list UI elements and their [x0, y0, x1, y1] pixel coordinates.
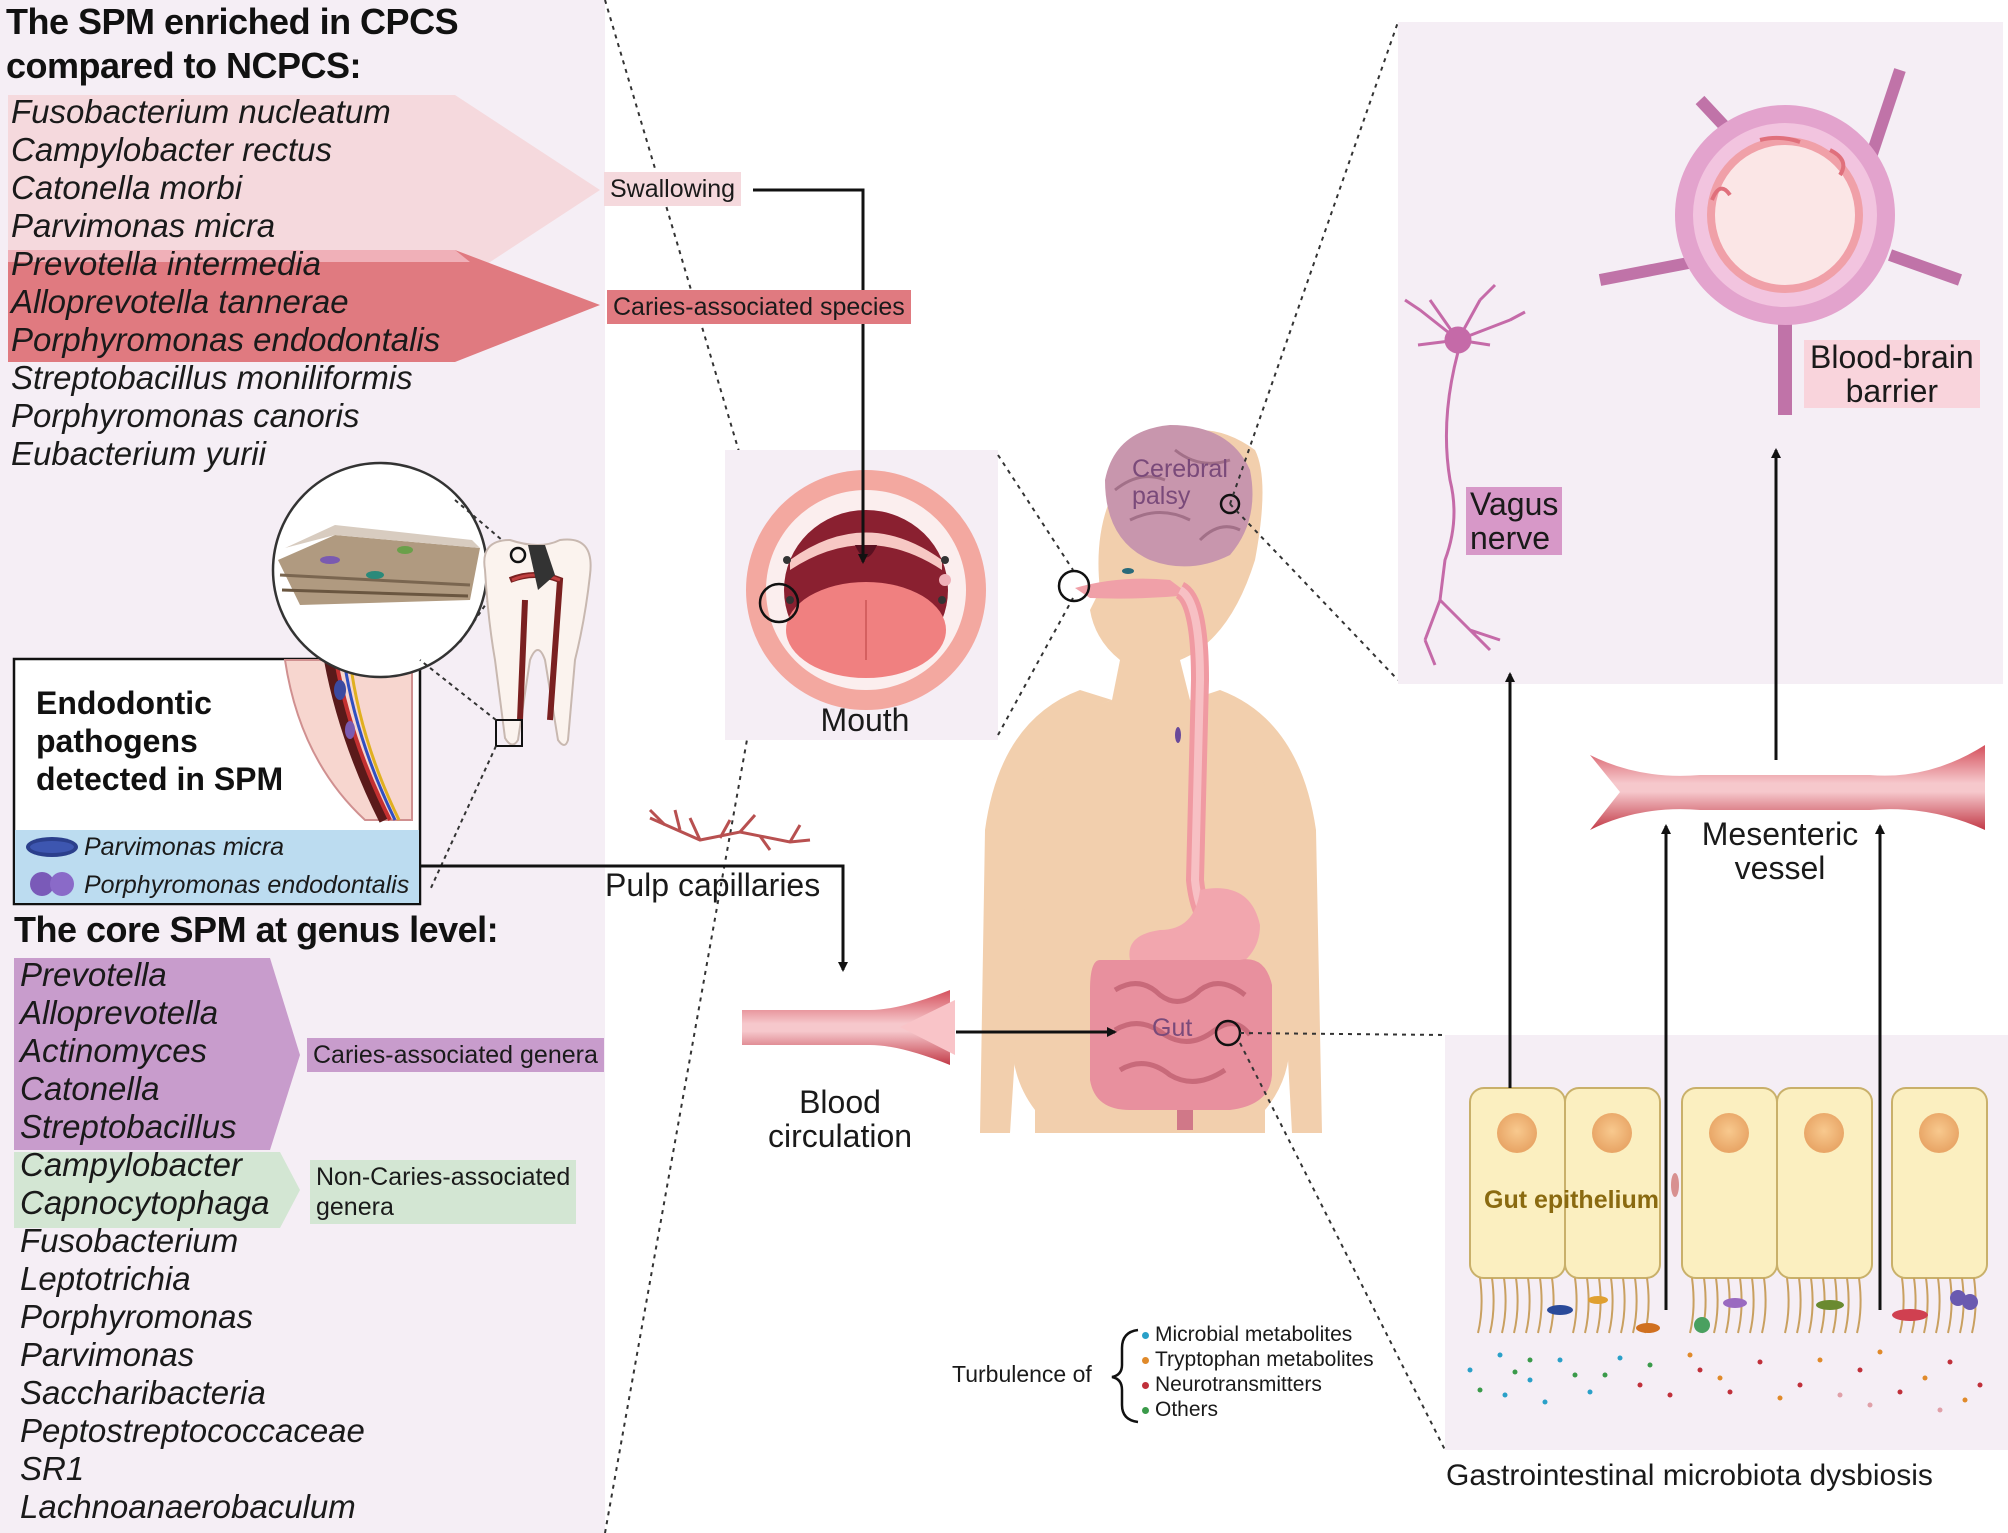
list-item: Porphyromonas canoris — [11, 397, 360, 434]
cerebral-palsy-label: Cerebral palsy — [1132, 456, 1228, 510]
gut-epithelium-illustration — [1469, 1087, 1988, 1334]
cpcs-title-line2: compared to NCPCS: — [6, 45, 362, 86]
bbb-label: Blood-brain barrier — [1804, 340, 1980, 408]
vagus-line1: Vagus — [1470, 486, 1559, 522]
metabolite-legend: Microbial metabolites Tryptophan metabol… — [1142, 1322, 1374, 1422]
blood-circulation-label: Blood circulation — [745, 1085, 935, 1153]
porphyromonas-icon — [30, 872, 74, 896]
list-item: Streptobacillus moniliformis — [11, 359, 413, 396]
list-item: Fusobacterium nucleatum — [11, 93, 391, 130]
list-item: Saccharibacteria — [20, 1374, 266, 1411]
legend-dot — [1142, 1406, 1149, 1414]
cpcs-title: The SPM enriched in CPCS compared to NCP… — [6, 0, 459, 88]
metabolite-dots — [1467, 1349, 1983, 1413]
legend-item-microbial: Microbial metabolites — [1142, 1322, 1374, 1347]
list-item: Catonella — [20, 1070, 160, 1107]
list-item: Prevotella — [20, 956, 167, 993]
cerebral-line1: Cerebral — [1132, 455, 1228, 483]
endo-species-1: Porphyromonas endodontalis — [84, 871, 410, 899]
list-item: Fusobacterium — [20, 1222, 239, 1259]
turbulence-label: Turbulence of — [952, 1361, 1092, 1387]
legend-label: Tryptophan metabolites — [1155, 1348, 1374, 1371]
gut-epithelium-label: Gut epithelium — [1484, 1186, 1659, 1214]
list-item: Parvimonas — [20, 1336, 195, 1373]
legend-label: Neurotransmitters — [1155, 1373, 1322, 1396]
list-item: Lachnoanaerobaculum — [20, 1488, 356, 1525]
swallowing-label: Swallowing — [604, 172, 742, 206]
non-caries-line1: Non-Caries-associated — [316, 1163, 571, 1191]
legend-dot — [1142, 1381, 1149, 1389]
gut-label: Gut — [1152, 1014, 1193, 1042]
dysbiosis-label: Gastrointestinal microbiota dysbiosis — [1446, 1459, 1933, 1492]
legend-dot — [1142, 1331, 1149, 1339]
legend-item-tryptophan: Tryptophan metabolites — [1142, 1347, 1374, 1372]
list-item: Alloprevotella tannerae — [11, 283, 349, 320]
legend-item-others: Others — [1142, 1397, 1374, 1422]
band-swallowing — [8, 95, 600, 285]
pulp-capillaries-label: Pulp capillaries — [605, 867, 821, 903]
non-caries-line2: genera — [316, 1193, 394, 1221]
endo-species-band — [15, 830, 419, 903]
endo-title-line1: Endodontic — [36, 685, 212, 721]
list-item: Prevotella intermedia — [11, 245, 321, 282]
cpcs-title-line1: The SPM enriched in CPCS — [6, 1, 459, 42]
mouth-label: Mouth — [820, 702, 910, 738]
core-title: The core SPM at genus level: — [14, 909, 499, 950]
list-item: Campylobacter — [20, 1146, 242, 1183]
vagus-line2: nerve — [1470, 520, 1551, 556]
list-item: Campylobacter rectus — [11, 131, 332, 168]
list-item: Alloprevotella — [20, 994, 219, 1031]
plaque-illustration — [278, 525, 480, 605]
bbb-line1: Blood-brain — [1810, 339, 1974, 375]
blood-line1: Blood — [799, 1084, 881, 1120]
legend-dot — [1142, 1356, 1149, 1364]
core-genera-list: Prevotella Alloprevotella Actinomyces Ca… — [20, 956, 365, 1526]
vagus-nerve-illustration — [1404, 283, 1526, 666]
list-item: Porphyromonas — [20, 1298, 253, 1335]
cerebral-line2: palsy — [1132, 482, 1191, 510]
endo-title-line2: pathogens — [36, 723, 198, 759]
band-caries-species — [8, 250, 600, 362]
list-item: Peptostreptococcaceae — [20, 1412, 365, 1449]
mesenteric-line1: Mesenteric — [1701, 816, 1859, 852]
mouth-illustration — [746, 470, 986, 710]
list-item: Streptobacillus — [20, 1108, 237, 1145]
parvimonas-icon — [26, 837, 78, 857]
list-item: Leptotrichia — [20, 1260, 191, 1297]
cpcs-species-list: Fusobacterium nucleatum Campylobacter re… — [11, 93, 440, 473]
vagus-nerve-label: Vagus nerve — [1466, 486, 1563, 556]
bbb-line2: barrier — [1845, 373, 1939, 409]
legend-label: Others — [1155, 1398, 1219, 1421]
blood-vessel-illustration — [742, 990, 955, 1065]
blood-line2: circulation — [767, 1118, 913, 1154]
list-item: Eubacterium yurii — [11, 435, 266, 472]
pulp-capillaries-illustration — [648, 808, 811, 851]
tooth-illustration — [483, 538, 592, 746]
mesenteric-line2: vessel — [1734, 850, 1826, 886]
list-item: Capnocytophaga — [20, 1184, 270, 1221]
child-body-illustration — [980, 425, 1322, 1133]
list-item: SR1 — [20, 1450, 85, 1487]
endo-title-line3: detected in SPM — [36, 761, 284, 797]
list-item: Porphyromonas endodontalis — [11, 321, 441, 358]
list-item: Catonella morbi — [11, 169, 243, 206]
mesenteric-vessel-illustration — [1590, 745, 1985, 830]
legend-label: Microbial metabolites — [1155, 1323, 1353, 1346]
turbulence-brace — [1111, 1328, 1139, 1424]
list-item: Parvimonas micra — [11, 207, 276, 244]
endo-species-0: Parvimonas micra — [84, 833, 285, 861]
caries-genera-label: Caries-associated genera — [307, 1038, 604, 1072]
legend-item-neurotransmitters: Neurotransmitters — [1142, 1372, 1374, 1397]
caries-species-label: Caries-associated species — [607, 290, 911, 324]
blood-brain-barrier-illustration — [1598, 68, 1963, 415]
root-closeup-illustration — [283, 658, 413, 823]
endo-title: Endodontic pathogens detected in SPM — [36, 684, 283, 798]
band-caries-genera — [14, 958, 300, 1150]
band-non-caries-genera — [14, 1152, 300, 1228]
mesenteric-vessel-label: Mesenteric vessel — [1690, 817, 1870, 885]
non-caries-genera-label: Non-Caries-associated genera — [310, 1160, 577, 1224]
list-item: Actinomyces — [20, 1032, 208, 1069]
